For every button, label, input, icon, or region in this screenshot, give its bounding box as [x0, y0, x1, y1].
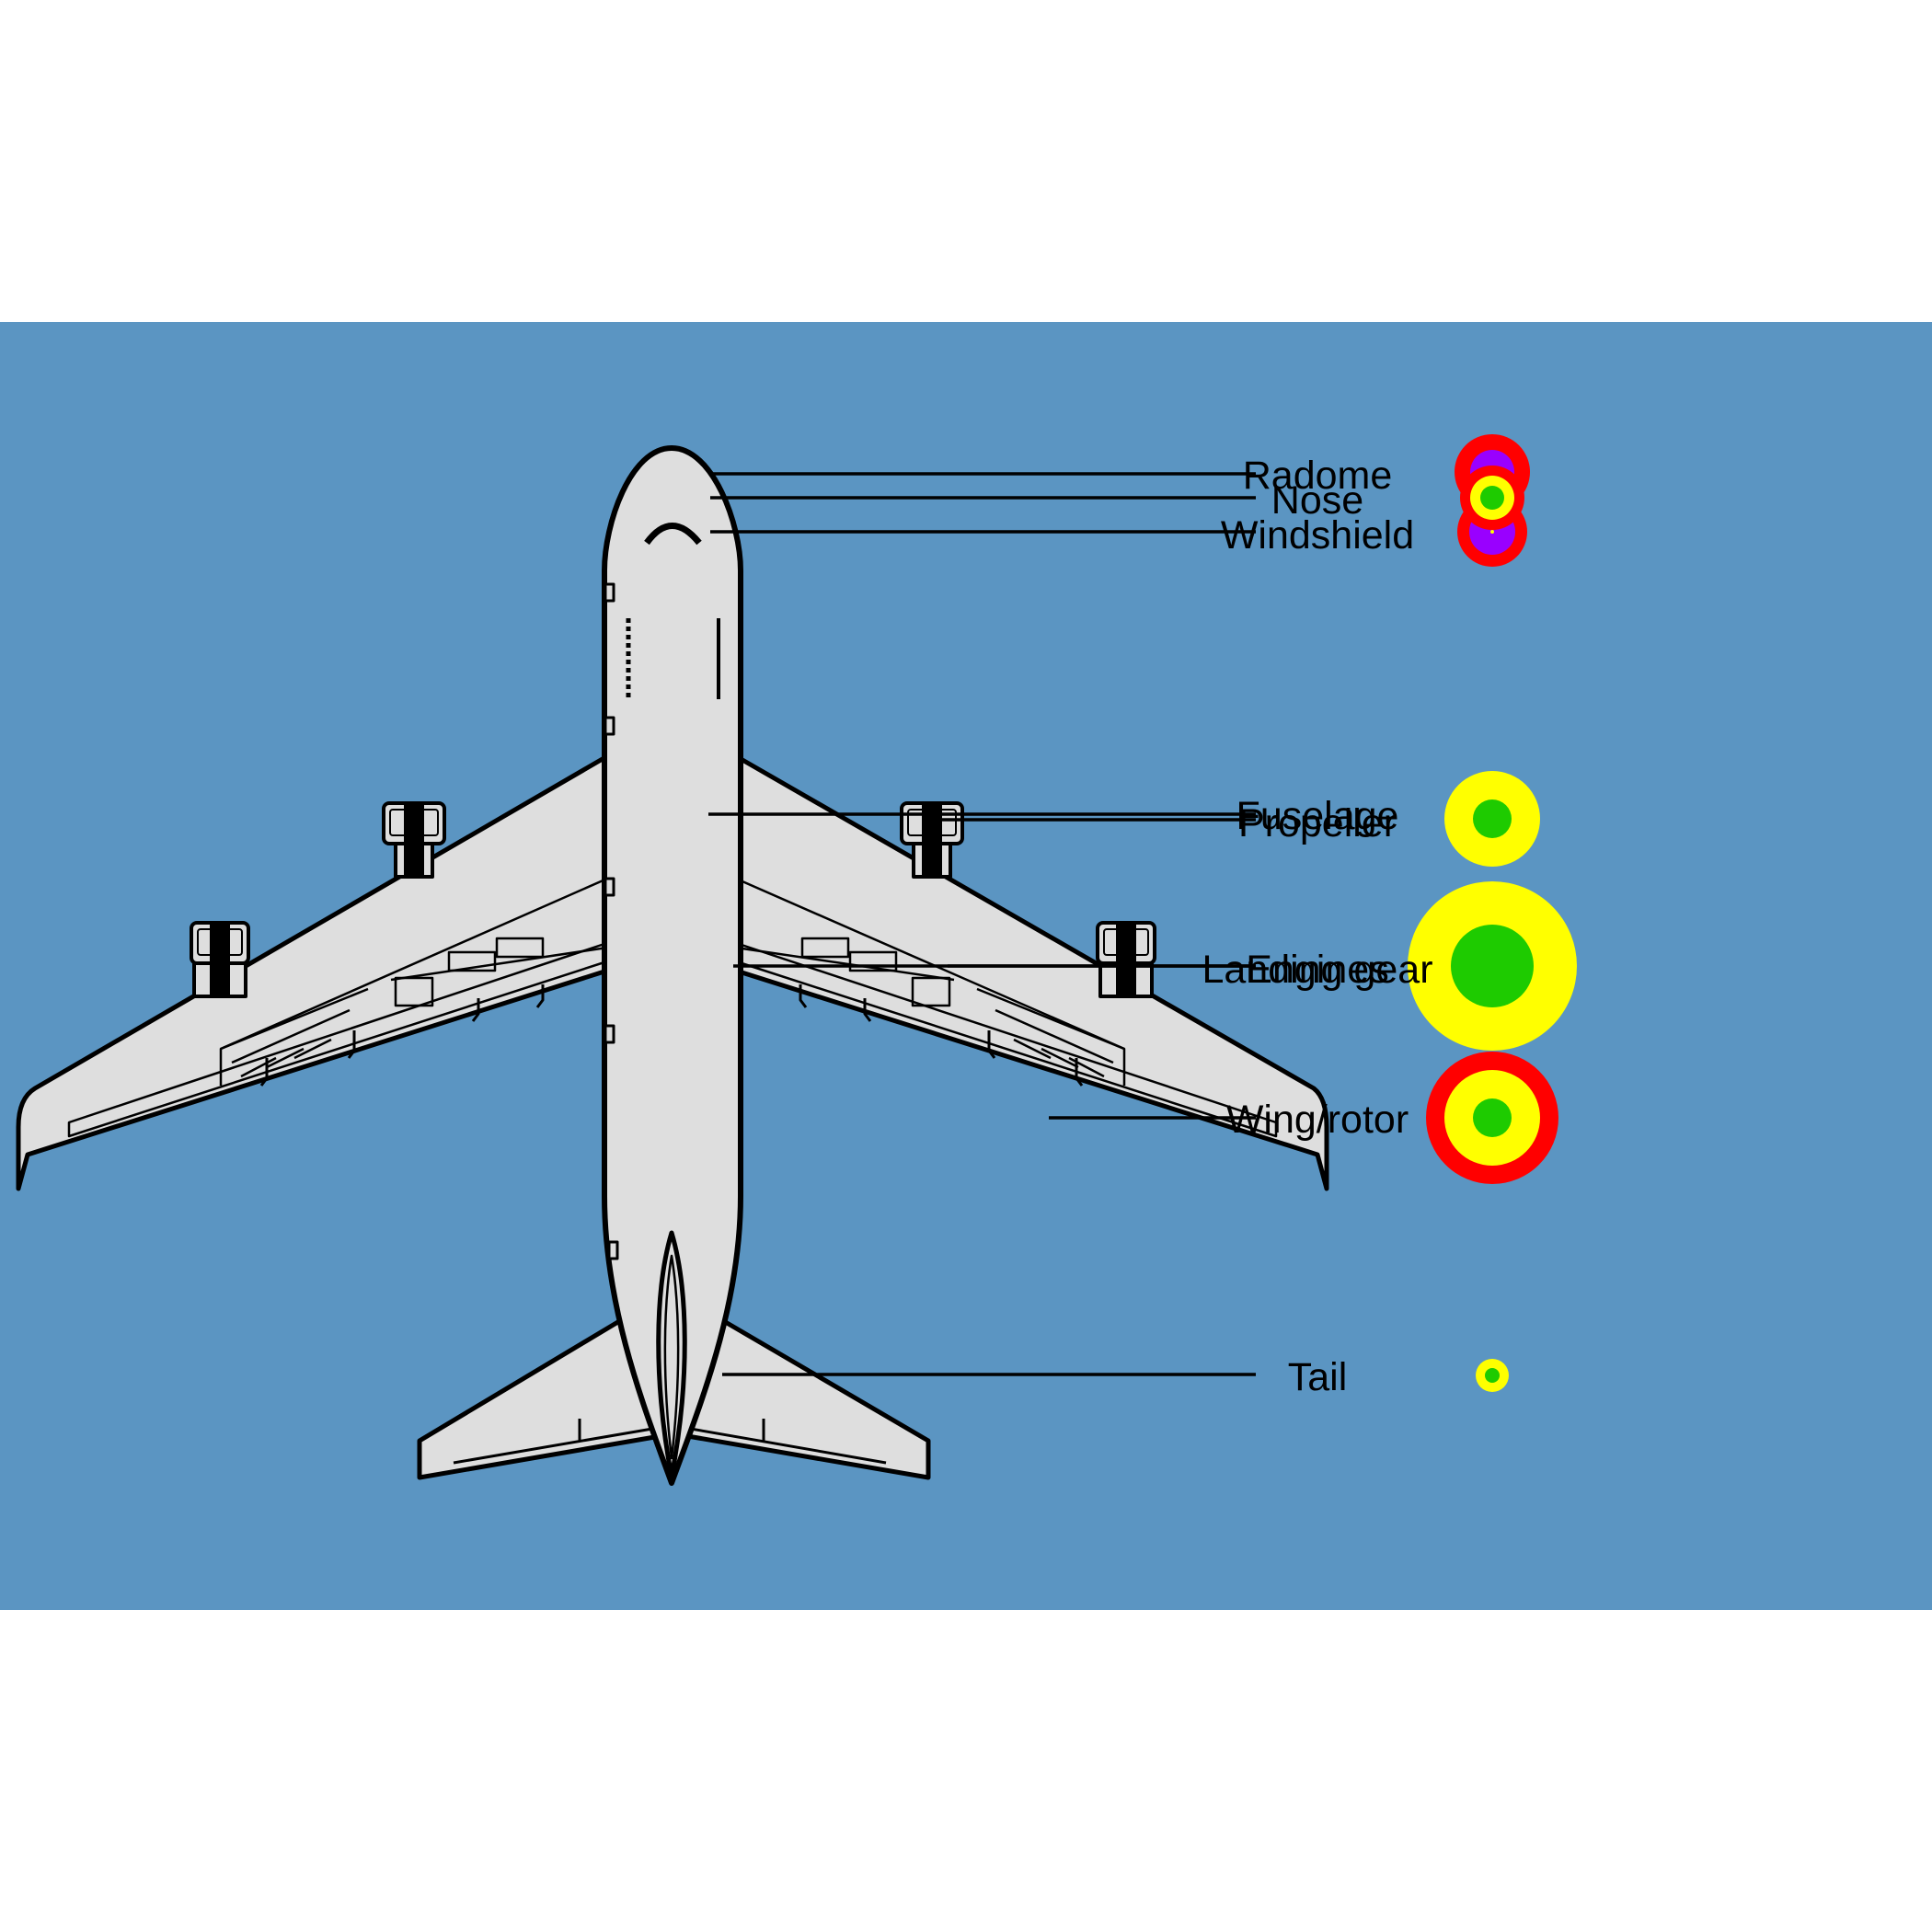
- label-radome: Radome: [1243, 454, 1393, 498]
- engine-outer-left: [190, 921, 250, 998]
- rings-tail: [1476, 1359, 1509, 1392]
- label-fuselage: Fuselage: [1236, 794, 1399, 838]
- windshield-shape: [644, 523, 702, 546]
- engine-outer-right: [1096, 921, 1156, 998]
- part-labels: Radome Nose Windshield Fuselage Propelle…: [1202, 454, 1432, 1399]
- leader-lines: [708, 472, 1256, 1376]
- wing-detail: [67, 877, 1278, 1138]
- label-propeller: Propeller: [1238, 801, 1397, 845]
- right-wing: [733, 753, 1329, 1191]
- label-windshield: Windshield: [1221, 513, 1414, 558]
- fuselage-shape: [602, 445, 743, 1486]
- engines: [190, 801, 1156, 998]
- vertical-fin: [656, 1230, 687, 1479]
- vertical-fin-detail: [663, 1254, 680, 1460]
- label-landing-gear: Landing gear: [1202, 948, 1432, 992]
- aircraft-illustration: [16, 445, 1329, 1486]
- rings-wing-rotor: [1426, 1052, 1558, 1184]
- label-engines: Engines: [1246, 948, 1388, 992]
- stabilizer-detail: [453, 1419, 887, 1465]
- flap-fairings: [259, 984, 1084, 1087]
- rings-fuselage: [1444, 771, 1540, 867]
- label-tail: Tail: [1288, 1355, 1348, 1399]
- rings-nose: [1460, 466, 1524, 530]
- rings-engines: [1408, 881, 1577, 1051]
- left-wing: [16, 753, 610, 1191]
- strike-rings: [1408, 434, 1577, 1392]
- doors: [604, 582, 619, 1260]
- label-wing-rotor: Wing/rotor: [1226, 1098, 1409, 1142]
- engine-inner-left: [382, 801, 446, 879]
- label-nose: Nose: [1271, 478, 1363, 523]
